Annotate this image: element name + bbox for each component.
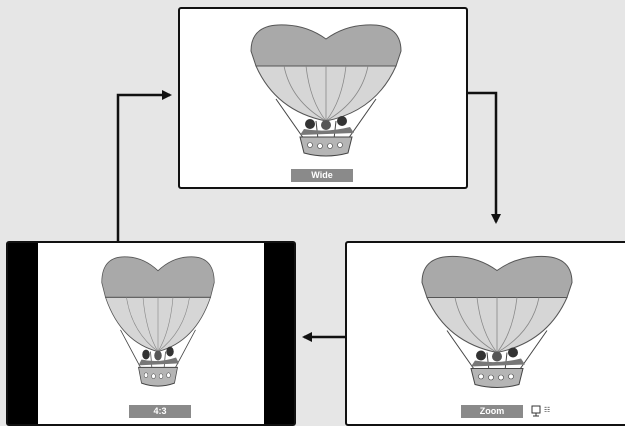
- balloon-illustration-zoomed: [421, 255, 573, 388]
- arrow-wide-to-zoom: [468, 91, 501, 224]
- zoom-mode-frame: Zoom ☷: [345, 241, 625, 426]
- mode-label-wide: Wide: [291, 169, 353, 182]
- mode-label-zoom: Zoom: [461, 405, 523, 418]
- mode-label-four-three: 4:3: [129, 405, 191, 418]
- four-three-picture-area: 4:3: [38, 243, 264, 424]
- zoom-indicator: ☷: [531, 405, 550, 417]
- arrow-43-to-wide: [116, 90, 172, 241]
- four-three-mode-frame: 4:3: [6, 241, 296, 426]
- zoom-indicator-text: ☷: [544, 407, 551, 414]
- balloon-illustration: [250, 24, 402, 157]
- lightbulb-icon: [531, 405, 541, 417]
- wide-mode-frame: Wide: [178, 7, 468, 189]
- balloon-illustration-43: [101, 256, 215, 387]
